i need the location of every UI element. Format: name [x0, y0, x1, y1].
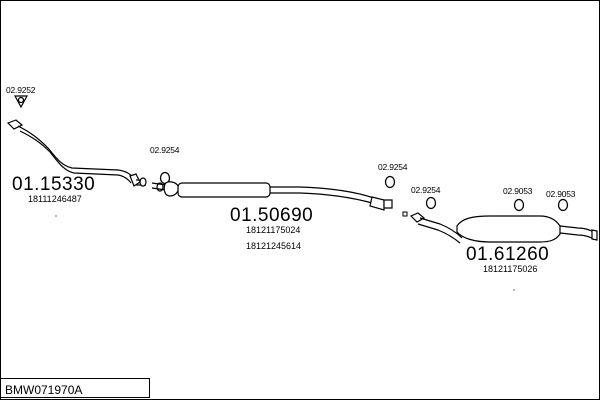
- label-hanger-2: 02.9053: [546, 189, 576, 199]
- label-clamp-2: 02.9254: [378, 162, 408, 172]
- hanger-1-icon: [513, 198, 525, 212]
- oem-number-rear: 18121175026: [483, 264, 538, 274]
- hanger-2-icon: [557, 198, 569, 212]
- part-number-middle: 01.50690: [230, 205, 314, 226]
- clamp-2-icon: [384, 175, 396, 189]
- label-gasket-top: 02.9252: [6, 85, 36, 95]
- part-number-front-pipe: 01.15330: [12, 174, 96, 195]
- label-clamp-1: 02.9254: [150, 145, 180, 155]
- label-clamp-3: 02.9254: [411, 185, 441, 195]
- marker-dot: [513, 289, 515, 291]
- rear-silencer-01-61260: [409, 212, 598, 244]
- label-hanger-1: 02.9053: [503, 186, 533, 196]
- marker-dot: [55, 215, 57, 217]
- oem-number-middle-2: 18121245614: [246, 241, 302, 251]
- front-pipe-01-15330: [6, 119, 146, 187]
- title-box: BMW071970A: [0, 378, 150, 398]
- joint-ring-1-icon: [139, 177, 164, 192]
- gasket-02-9252-icon: [13, 95, 29, 109]
- oem-number-front-pipe: 18111246487: [28, 194, 82, 204]
- part-number-rear: 01.61260: [466, 244, 550, 265]
- middle-silencer-01-50690: [151, 181, 393, 211]
- connector-square-icon: [402, 211, 408, 217]
- diagram-title: BMW071970A: [5, 383, 83, 397]
- oem-number-middle-1: 18121175024: [246, 225, 301, 235]
- clamp-3-icon: [425, 196, 437, 210]
